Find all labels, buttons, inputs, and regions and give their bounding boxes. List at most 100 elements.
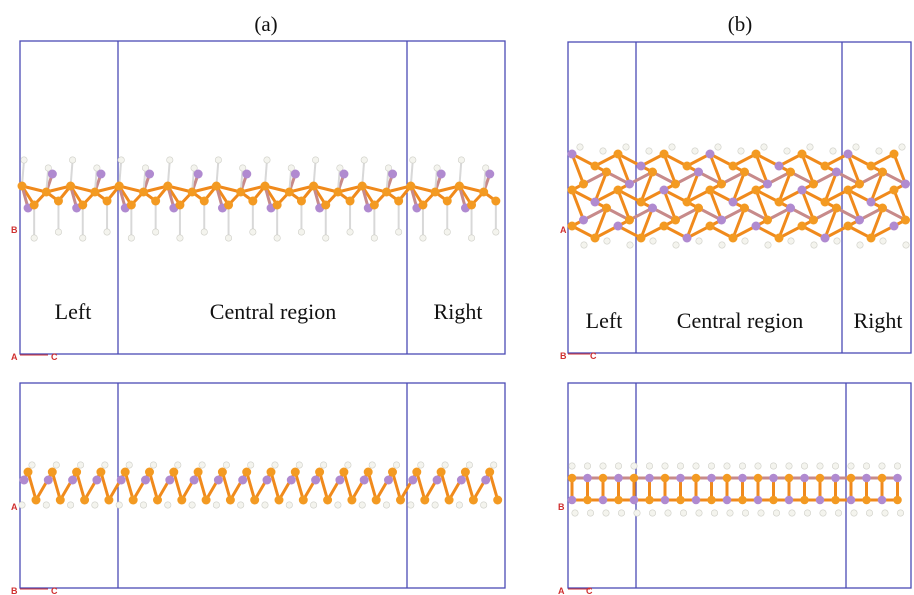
hydrogen-atom xyxy=(741,237,749,245)
hydrogen-atom xyxy=(852,143,860,151)
panel-a-top-frame xyxy=(19,40,506,355)
bond xyxy=(708,188,723,222)
hydrogen-atom xyxy=(617,509,625,517)
bond xyxy=(662,188,677,222)
hydrogen-atom xyxy=(783,147,791,155)
panel-b-top-axis-a: A xyxy=(560,225,567,235)
purple-atom xyxy=(408,475,418,485)
orange-atom xyxy=(567,185,577,195)
panel-a-bottom-frame xyxy=(19,382,506,589)
orange-atom xyxy=(333,187,343,197)
bond xyxy=(269,470,281,502)
hydrogen-atom xyxy=(225,234,233,242)
bond xyxy=(639,206,654,240)
hydrogen-atom xyxy=(384,164,392,172)
hydrogen-atom xyxy=(200,228,208,236)
bond xyxy=(391,470,402,502)
purple-atom xyxy=(481,475,491,485)
hydrogen-atom xyxy=(741,509,749,517)
purple-atom xyxy=(815,495,825,505)
bond xyxy=(488,470,500,502)
orange-atom xyxy=(691,473,701,483)
orange-atom xyxy=(878,203,887,213)
orange-atom xyxy=(866,161,876,171)
hydrogen-atom xyxy=(614,462,622,470)
hydrogen-atom xyxy=(44,164,52,172)
hydrogen-atom xyxy=(772,509,780,517)
purple-atom xyxy=(213,475,223,485)
bond xyxy=(570,152,585,186)
hydrogen-atom xyxy=(785,462,793,470)
hydrogen-atom xyxy=(344,461,352,469)
hydrogen-atom xyxy=(676,462,684,470)
panel-a-right-label: Right xyxy=(434,299,483,324)
orange-atom xyxy=(659,221,669,231)
orange-atom xyxy=(659,149,669,159)
hydrogen-atom xyxy=(710,509,718,517)
bond xyxy=(800,188,815,222)
hydrogen-atom xyxy=(695,237,703,245)
hydrogen-atom xyxy=(648,509,656,517)
orange-atom xyxy=(357,181,367,191)
purple-atom xyxy=(19,475,29,485)
purple-atom xyxy=(831,473,840,483)
hydrogen-atom xyxy=(419,234,427,242)
hydrogen-atom xyxy=(297,228,305,236)
purple-atom xyxy=(436,169,446,179)
orange-atom xyxy=(740,167,749,177)
hydrogen-atom xyxy=(115,501,123,509)
hydrogen-atom xyxy=(310,501,318,509)
purple-atom xyxy=(866,197,876,207)
hydrogen-atom xyxy=(787,237,795,245)
hydrogen-atom xyxy=(190,164,198,172)
hydrogen-atom xyxy=(668,143,676,151)
hydrogen-atom xyxy=(295,461,303,469)
orange-atom xyxy=(17,181,27,191)
purple-atom xyxy=(625,179,634,189)
panel-b-bottom-ribbon xyxy=(567,462,904,517)
orange-atom xyxy=(266,467,276,477)
orange-atom xyxy=(242,467,252,477)
orange-atom xyxy=(296,196,306,206)
hydrogen-atom xyxy=(443,228,451,236)
purple-atom xyxy=(311,475,321,485)
hydrogen-atom xyxy=(695,509,703,517)
panel-a-bottom-axis-c: C xyxy=(51,586,58,595)
bond xyxy=(777,206,792,240)
hydrogen-atom xyxy=(902,241,910,249)
orange-atom xyxy=(151,196,161,206)
hydrogen-atom xyxy=(490,461,498,469)
hydrogen-atom xyxy=(77,461,85,469)
hydrogen-atom xyxy=(370,234,378,242)
hydrogen-atom xyxy=(764,241,772,249)
hydrogen-atom xyxy=(455,501,463,509)
orange-atom xyxy=(889,185,899,195)
orange-atom xyxy=(728,161,738,171)
bond xyxy=(639,170,654,204)
purple-atom xyxy=(590,197,600,207)
orange-atom xyxy=(843,221,853,231)
orange-atom xyxy=(774,197,784,207)
purple-atom xyxy=(614,473,623,483)
orange-atom xyxy=(866,233,876,243)
purple-atom xyxy=(751,221,761,231)
hydrogen-atom xyxy=(571,509,579,517)
orange-atom xyxy=(347,495,357,505)
panel-a-top-axis-c: C xyxy=(51,352,58,362)
orange-atom xyxy=(769,495,778,505)
orange-atom xyxy=(583,495,592,505)
purple-atom xyxy=(722,495,732,505)
hydrogen-atom xyxy=(847,462,855,470)
purple-atom xyxy=(763,179,772,189)
bond xyxy=(869,170,884,204)
bond xyxy=(823,170,838,204)
orange-atom xyxy=(363,467,373,477)
orange-atom xyxy=(53,196,63,206)
hydrogen-atom xyxy=(788,509,796,517)
purple-atom xyxy=(432,475,442,485)
bond xyxy=(708,152,723,186)
orange-atom xyxy=(418,200,428,210)
purple-atom xyxy=(116,475,126,485)
purple-atom xyxy=(820,233,830,243)
